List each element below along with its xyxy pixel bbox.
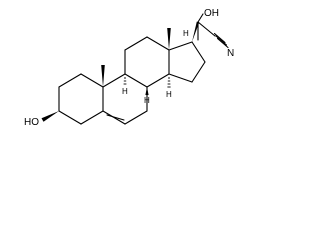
hashed-h-c9: [123, 77, 127, 85]
structure-diagram: OH N HO H H H H: [24, 8, 234, 128]
stereo-h-c8-label: H: [144, 96, 150, 105]
nitrile-triple-bond: [213, 32, 226, 44]
bold-h-c8: [145, 87, 149, 95]
stereo-h-c17-label: H: [183, 29, 189, 38]
structure-canvas: OH N HO H H H H: [24, 8, 234, 128]
ring-c: [124, 36, 170, 88]
ring-d: [168, 41, 206, 83]
methyl-c19: [101, 65, 105, 87]
side-chain: [192, 13, 229, 49]
hashed-h-c14: [167, 77, 171, 88]
double-bond-c5-c6: [106, 114, 125, 121]
hydroxyl-label-bottom: HO: [24, 117, 39, 128]
stereo-h-c14-label: H: [166, 90, 172, 99]
stereo-h-c9-label: H: [122, 87, 128, 96]
ring-b: [102, 73, 148, 125]
methyl-c18: [167, 28, 171, 50]
ring-a: [58, 73, 104, 125]
nitrile-nitrogen-label: N: [227, 48, 234, 59]
hydroxyl-c3: [41, 111, 59, 122]
hydroxyl-label-top: OH: [204, 8, 219, 19]
